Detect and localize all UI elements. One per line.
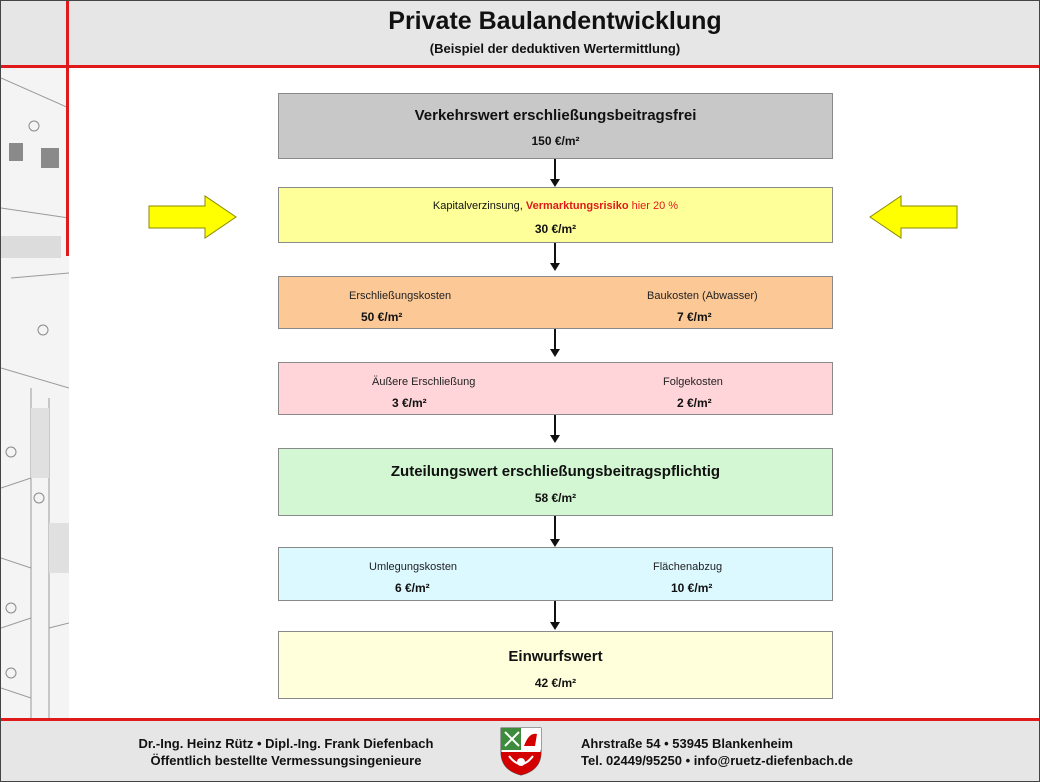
footer-company: Dr.-Ing. Heinz Rütz • Dipl.-Ing. Frank D…	[91, 735, 481, 769]
vermarktungsrisiko-label: Vermarktungsrisiko	[525, 200, 629, 212]
footer-contact: Ahrstraße 54 • 53945 Blankenheim Tel. 02…	[581, 735, 1001, 769]
box-erschliessungskosten: Erschließungskosten 50 €/m² Baukosten (A…	[278, 276, 833, 329]
flow-arrow-line	[554, 415, 556, 436]
flow-arrow-head	[550, 435, 560, 443]
folgekosten-label: Folgekosten	[663, 376, 723, 388]
page-subtitle: (Beispiel der deduktiven Wertermittlung)	[429, 41, 681, 56]
left-accent-line	[66, 1, 69, 256]
flow-arrow-line	[554, 329, 556, 350]
flow-arrow-head	[550, 622, 560, 630]
page-title: Private Baulandentwicklung	[388, 7, 722, 35]
flaechenabzug-label: Flächenabzug	[653, 561, 723, 573]
header-divider-line	[1, 65, 1039, 68]
umlegungskosten-value: 6 €/m²	[395, 581, 430, 595]
box-umlegungskosten: Umlegungskosten 6 €/m² Flächenabzug 10 €…	[278, 547, 833, 601]
box-aeussere-erschliessung: Äußere Erschließung 3 €/m² Folgekosten 2…	[278, 362, 833, 415]
folgekosten-value: 2 €/m²	[677, 396, 712, 410]
zuteilungswert-value: 58 €/m²	[534, 491, 577, 505]
verkehrswert-value: 150 €/m²	[531, 134, 580, 148]
footer-band: Dr.-Ing. Heinz Rütz • Dipl.-Ing. Frank D…	[1, 721, 1039, 781]
flow-arrow-line	[554, 516, 556, 540]
kapital-label-prefix: Kapitalverzinsung,	[432, 200, 526, 212]
footer-names: Dr.-Ing. Heinz Rütz • Dipl.-Ing. Frank D…	[138, 736, 434, 751]
left-pointing-arrow-icon	[869, 195, 958, 239]
box-zuteilungswert: Zuteilungswert erschließungsbeitragspfli…	[278, 448, 833, 516]
einwurfswert-label: Einwurfswert	[508, 648, 603, 665]
baukosten-value: 7 €/m²	[677, 310, 712, 324]
aeussere-erschliessung-value: 3 €/m²	[392, 396, 427, 410]
kapital-value: 30 €/m²	[534, 222, 577, 236]
flow-arrow-line	[554, 601, 556, 623]
footer-profession: Öffentlich bestellte Vermessungsingenieu…	[150, 753, 422, 768]
erschliessungskosten-label: Erschließungskosten	[349, 290, 452, 302]
header-band: Private Baulandentwicklung (Beispiel der…	[1, 1, 1039, 65]
box-einwurfswert: Einwurfswert 42 €/m²	[278, 631, 833, 699]
flow-arrow-head	[550, 539, 560, 547]
kapital-label-suffix: hier 20 %	[628, 200, 679, 212]
nrw-coat-of-arms-icon	[500, 727, 542, 776]
flow-arrow-head	[550, 263, 560, 271]
box-verkehrswert: Verkehrswert erschließungsbeitragsfrei 1…	[278, 93, 833, 159]
kapital-label: Kapitalverzinsung, Vermarktungsrisiko hi…	[279, 200, 832, 212]
baukosten-label: Baukosten (Abwasser)	[647, 290, 758, 302]
zuteilungswert-label: Zuteilungswert erschließungsbeitragspfli…	[390, 463, 721, 480]
box-kapitalverzinsung: Kapitalverzinsung, Vermarktungsrisiko hi…	[278, 187, 833, 243]
cadastral-map-decoration	[1, 68, 69, 718]
umlegungskosten-label: Umlegungskosten	[369, 561, 458, 573]
right-pointing-arrow-icon	[148, 195, 237, 239]
flow-arrow-head	[550, 179, 560, 187]
verkehrswert-label: Verkehrswert erschließungsbeitragsfrei	[414, 107, 697, 124]
flow-arrow-line	[554, 243, 556, 264]
aeussere-erschliessung-label: Äußere Erschließung	[372, 376, 476, 388]
flaechenabzug-value: 10 €/m²	[671, 581, 713, 595]
einwurfswert-value: 42 €/m²	[534, 676, 577, 690]
flow-arrow-line	[554, 159, 556, 180]
footer-address: Ahrstraße 54 • 53945 Blankenheim	[581, 736, 793, 751]
footer-phone-email: Tel. 02449/95250 • info@ruetz-diefenbach…	[581, 753, 854, 768]
footer-divider-line	[1, 718, 1039, 721]
flow-arrow-head	[550, 349, 560, 357]
erschliessungskosten-value: 50 €/m²	[361, 310, 403, 324]
